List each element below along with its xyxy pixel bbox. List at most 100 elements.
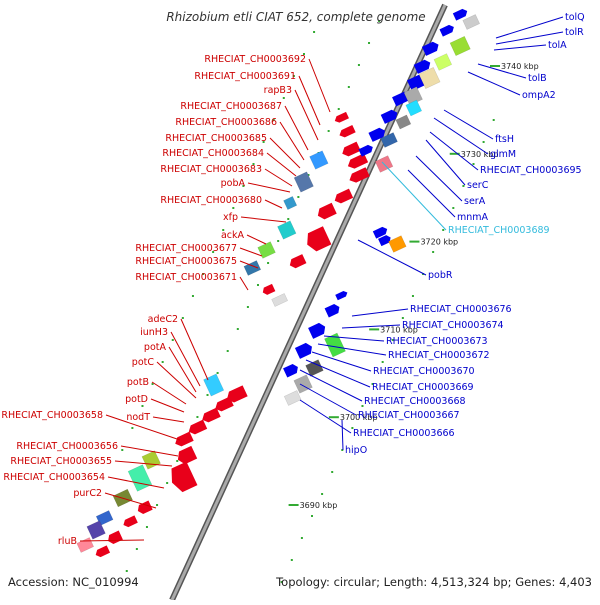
gene-label-rheciat_ch0003692[interactable]: RHECIAT_CH0003692	[204, 54, 306, 65]
gene-label-poba[interactable]: pobA	[221, 178, 246, 189]
track-dot	[145, 526, 148, 528]
gene-feature-arrow	[177, 445, 198, 465]
track-dot	[196, 416, 199, 418]
gene-label-ompa2[interactable]: ompA2	[522, 90, 556, 101]
gene-label-iunh3[interactable]: iunH3	[140, 327, 168, 338]
track-dot	[125, 570, 128, 572]
track-dot	[226, 350, 229, 352]
gene-label-rheciat_ch0003671[interactable]: RHECIAT_CH0003671	[135, 272, 237, 283]
gene-label-ftsh[interactable]: ftsH	[495, 134, 514, 145]
track-dot	[232, 207, 235, 209]
gene-feature-arrow	[175, 431, 194, 447]
gene-label-pota[interactable]: potA	[144, 342, 167, 353]
track-dot	[331, 471, 334, 473]
gene-label-rheciat_ch0003669[interactable]: RHECIAT_CH0003669	[372, 382, 474, 393]
gene-label-rheciat_ch0003695[interactable]: RHECIAT_CH0003695	[480, 165, 582, 176]
gene-feature-box	[95, 510, 114, 526]
gene-feature-arrow	[123, 515, 138, 528]
gene-feature-arrow	[334, 111, 349, 123]
gene-feature-arrow	[368, 127, 386, 142]
track-dot	[212, 251, 215, 253]
gene-feature-arrow	[202, 407, 221, 423]
gene-label-xfp[interactable]: xfp	[223, 212, 238, 223]
gene-label-rheciat_ch0003687[interactable]: RHECIAT_CH0003687	[180, 101, 282, 112]
gene-label-rheciat_ch0003691[interactable]: RHECIAT_CH0003691	[194, 71, 296, 82]
track-dot	[222, 229, 225, 231]
track-dot	[361, 405, 364, 407]
gene-label-rheciat_ch0003655[interactable]: RHECIAT_CH0003655	[10, 456, 112, 467]
gene-label-tolb[interactable]: tolB	[528, 73, 547, 84]
gene-label-rheciat_ch0003670[interactable]: RHECIAT_CH0003670	[373, 366, 475, 377]
gene-feature-box	[309, 150, 329, 170]
gene-label-rheciat_ch0003656[interactable]: RHECIAT_CH0003656	[16, 441, 118, 452]
gene-feature-arrow	[188, 419, 208, 435]
gene-label-rheciat_ch0003689[interactable]: RHECIAT_CH0003689	[448, 225, 550, 236]
gene-label-rapb3[interactable]: rapB3	[264, 85, 292, 96]
gene-label-sera[interactable]: serA	[464, 196, 486, 207]
leader-line	[156, 361, 197, 399]
gene-label-rheciat_ch0003666[interactable]: RHECIAT_CH0003666	[353, 428, 455, 439]
gene-label-rheciat_ch0003685[interactable]: RHECIAT_CH0003685	[165, 133, 267, 144]
gene-label-rheciat_ch0003675[interactable]: RHECIAT_CH0003675	[135, 256, 237, 267]
leader-line	[264, 199, 283, 209]
gene-label-rlub[interactable]: rluB	[58, 536, 77, 547]
gene-label-rheciat_ch0003654[interactable]: RHECIAT_CH0003654	[3, 472, 105, 483]
gene-label-rheciat_ch0003680[interactable]: RHECIAT_CH0003680	[160, 195, 262, 206]
leader-line	[357, 239, 427, 276]
gene-label-nodt[interactable]: nodT	[126, 412, 150, 423]
track-dot	[472, 163, 475, 165]
gene-label-potc[interactable]: potC	[132, 357, 155, 368]
gene-label-purc2[interactable]: purC2	[73, 488, 102, 499]
gene-label-rheciat_ch0003674[interactable]: RHECIAT_CH0003674	[402, 320, 504, 331]
kbp-tick-label: 3720 kbp	[420, 238, 458, 247]
track-dot	[452, 207, 455, 209]
gene-label-glmm[interactable]: glmM	[490, 149, 516, 160]
gene-label-potb[interactable]: potB	[127, 377, 149, 388]
gene-label-rheciat_ch0003676[interactable]: RHECIAT_CH0003676	[410, 304, 512, 315]
track-dot	[252, 163, 255, 165]
gene-feature-box	[395, 114, 412, 130]
gene-label-mnma[interactable]: mnmA	[457, 212, 489, 223]
gene-label-tolq[interactable]: tolQ	[565, 12, 585, 23]
gene-label-hipo[interactable]: hipO	[345, 445, 367, 456]
gene-label-rheciat_ch0003686[interactable]: RHECIAT_CH0003686	[175, 117, 277, 128]
gene-label-rheciat_ch0003684[interactable]: RHECIAT_CH0003684	[162, 148, 264, 159]
gene-label-rheciat_ch0003683[interactable]: RHECIAT_CH0003683	[160, 164, 262, 175]
gene-feature-arrow	[358, 144, 373, 157]
track-dot	[121, 449, 124, 451]
leader-line	[299, 369, 363, 402]
track-dot	[151, 383, 154, 385]
gene-label-pobr[interactable]: pobR	[428, 270, 453, 281]
gene-label-adec2[interactable]: adeC2	[148, 314, 178, 325]
gene-label-rheciat_ch0003672[interactable]: RHECIAT_CH0003672	[388, 350, 490, 361]
leader-line	[415, 155, 463, 202]
leader-line	[495, 16, 564, 39]
gene-label-potd[interactable]: potD	[125, 394, 148, 405]
leader-line	[477, 63, 527, 79]
track-dot	[256, 284, 259, 286]
gene-label-rheciat_ch0003658[interactable]: RHECIAT_CH0003658	[1, 410, 103, 421]
gene-feature-box	[462, 14, 480, 30]
gene-label-rheciat_ch0003673[interactable]: RHECIAT_CH0003673	[386, 336, 488, 347]
leader-line	[495, 31, 564, 45]
accession-text: Accession: NC_010994	[8, 575, 139, 589]
gene-label-acka[interactable]: ackA	[221, 230, 245, 241]
gene-feature-arrow	[380, 109, 398, 124]
gene-feature-box	[76, 537, 95, 553]
gene-label-serc[interactable]: serC	[467, 180, 489, 191]
gene-label-rheciat_ch0003667[interactable]: RHECIAT_CH0003667	[358, 410, 460, 421]
gene-feature-arrow	[421, 41, 439, 56]
track-dot	[135, 548, 138, 550]
gene-label-tolr[interactable]: tolR	[565, 27, 584, 38]
track-dot	[277, 240, 280, 242]
track-dot	[462, 185, 465, 187]
leader-line	[151, 381, 187, 405]
gene-features	[76, 8, 480, 558]
gene-label-tola[interactable]: tolA	[548, 40, 567, 51]
gene-feature-arrow	[324, 303, 340, 318]
gene-label-rheciat_ch0003668[interactable]: RHECIAT_CH0003668	[364, 396, 466, 407]
gene-feature-arrow	[317, 202, 337, 220]
gene-feature-arrow	[349, 167, 370, 183]
gene-label-rheciat_ch0003677[interactable]: RHECIAT_CH0003677	[135, 243, 237, 254]
